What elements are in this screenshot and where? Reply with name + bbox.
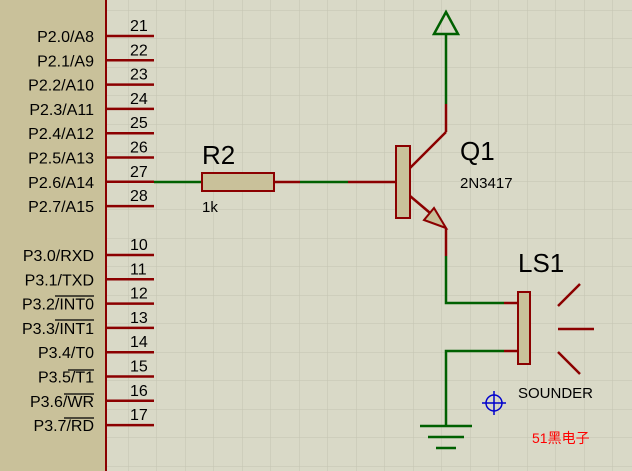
mcu-pin-name: P3.5/T1 — [38, 370, 94, 387]
speaker-ref: LS1 — [518, 248, 564, 278]
speaker-body[interactable] — [517, 291, 531, 365]
mcu-pin-number: 12 — [130, 286, 148, 303]
mcu-pin-name: P2.3/A11 — [29, 102, 94, 119]
mcu-pin-number: 22 — [130, 42, 148, 59]
mcu-pin-number: 11 — [130, 261, 147, 278]
mcu-pin-name: P2.5/A13 — [28, 151, 94, 168]
mcu-pin-number: 15 — [130, 359, 148, 376]
sound-wave-bottom-icon — [557, 351, 581, 375]
transistor-ref: Q1 — [460, 136, 495, 166]
mcu-pin-number: 10 — [130, 237, 148, 254]
resistor-value: 1k — [202, 199, 218, 216]
emitter-arrow-icon — [422, 206, 449, 230]
transistor-base-bar[interactable] — [395, 145, 411, 219]
mcu-pin-name: P2.4/A12 — [28, 126, 94, 143]
mcu-pin-name: P2.7/A15 — [28, 199, 94, 216]
origin-marker-icon[interactable] — [482, 391, 506, 415]
resistor-body[interactable] — [201, 172, 275, 192]
mcu-pin-name: P3.3/INT1 — [22, 321, 94, 338]
transistor-q1[interactable] — [395, 104, 449, 256]
sound-wave-top-icon — [557, 283, 581, 307]
mcu-pin-name: P2.2/A10 — [28, 78, 94, 95]
speaker-ls1[interactable] — [504, 283, 594, 375]
mcu-pin-name: P2.6/A14 — [28, 175, 94, 192]
wire-emitter-to-speaker[interactable] — [444, 256, 504, 305]
transistor-part: 2N3417 — [460, 175, 513, 192]
mcu-pin-number: 27 — [130, 164, 148, 181]
mcu-pin-number: 28 — [130, 188, 148, 205]
mcu-pin-name: P3.2/INT0 — [22, 297, 94, 314]
speaker-part: SOUNDER — [518, 385, 593, 402]
mcu-body[interactable] — [0, 0, 107, 471]
mcu-pin-number: 23 — [130, 67, 148, 84]
mcu-pin-number: 21 — [130, 18, 148, 35]
mcu-pin-number: 14 — [130, 334, 148, 351]
mcu-pin-name: P2.1/A9 — [37, 53, 94, 70]
mcu-pin-number: 17 — [130, 407, 148, 424]
power-arrow-icon[interactable] — [431, 9, 461, 36]
resistor-ref: R2 — [202, 140, 235, 170]
mcu-pin-name: P3.0/RXD — [23, 248, 94, 265]
wire-speaker-to-ground[interactable] — [444, 349, 504, 426]
mcu-pin-number: 25 — [130, 115, 148, 132]
watermark-text: 51黑电子 — [532, 430, 590, 446]
mcu-pin-name: P2.0/A8 — [37, 29, 94, 46]
mcu-pin-number: 13 — [130, 310, 148, 327]
mcu-pin-name: P3.6/WR — [30, 394, 94, 411]
collector-lead — [409, 131, 447, 169]
ground-icon[interactable] — [420, 424, 472, 450]
mcu-pin-number: 26 — [130, 140, 148, 157]
mcu-pin-name: P3.4/T0 — [38, 345, 94, 362]
mcu-pin-number: 16 — [130, 383, 148, 400]
resistor-r2[interactable] — [201, 172, 300, 192]
mcu-pin-name: P3.7/RD — [34, 418, 94, 435]
mcu-pin-name: P3.1/TXD — [25, 272, 94, 289]
mcu-pin-number: 24 — [130, 91, 148, 108]
